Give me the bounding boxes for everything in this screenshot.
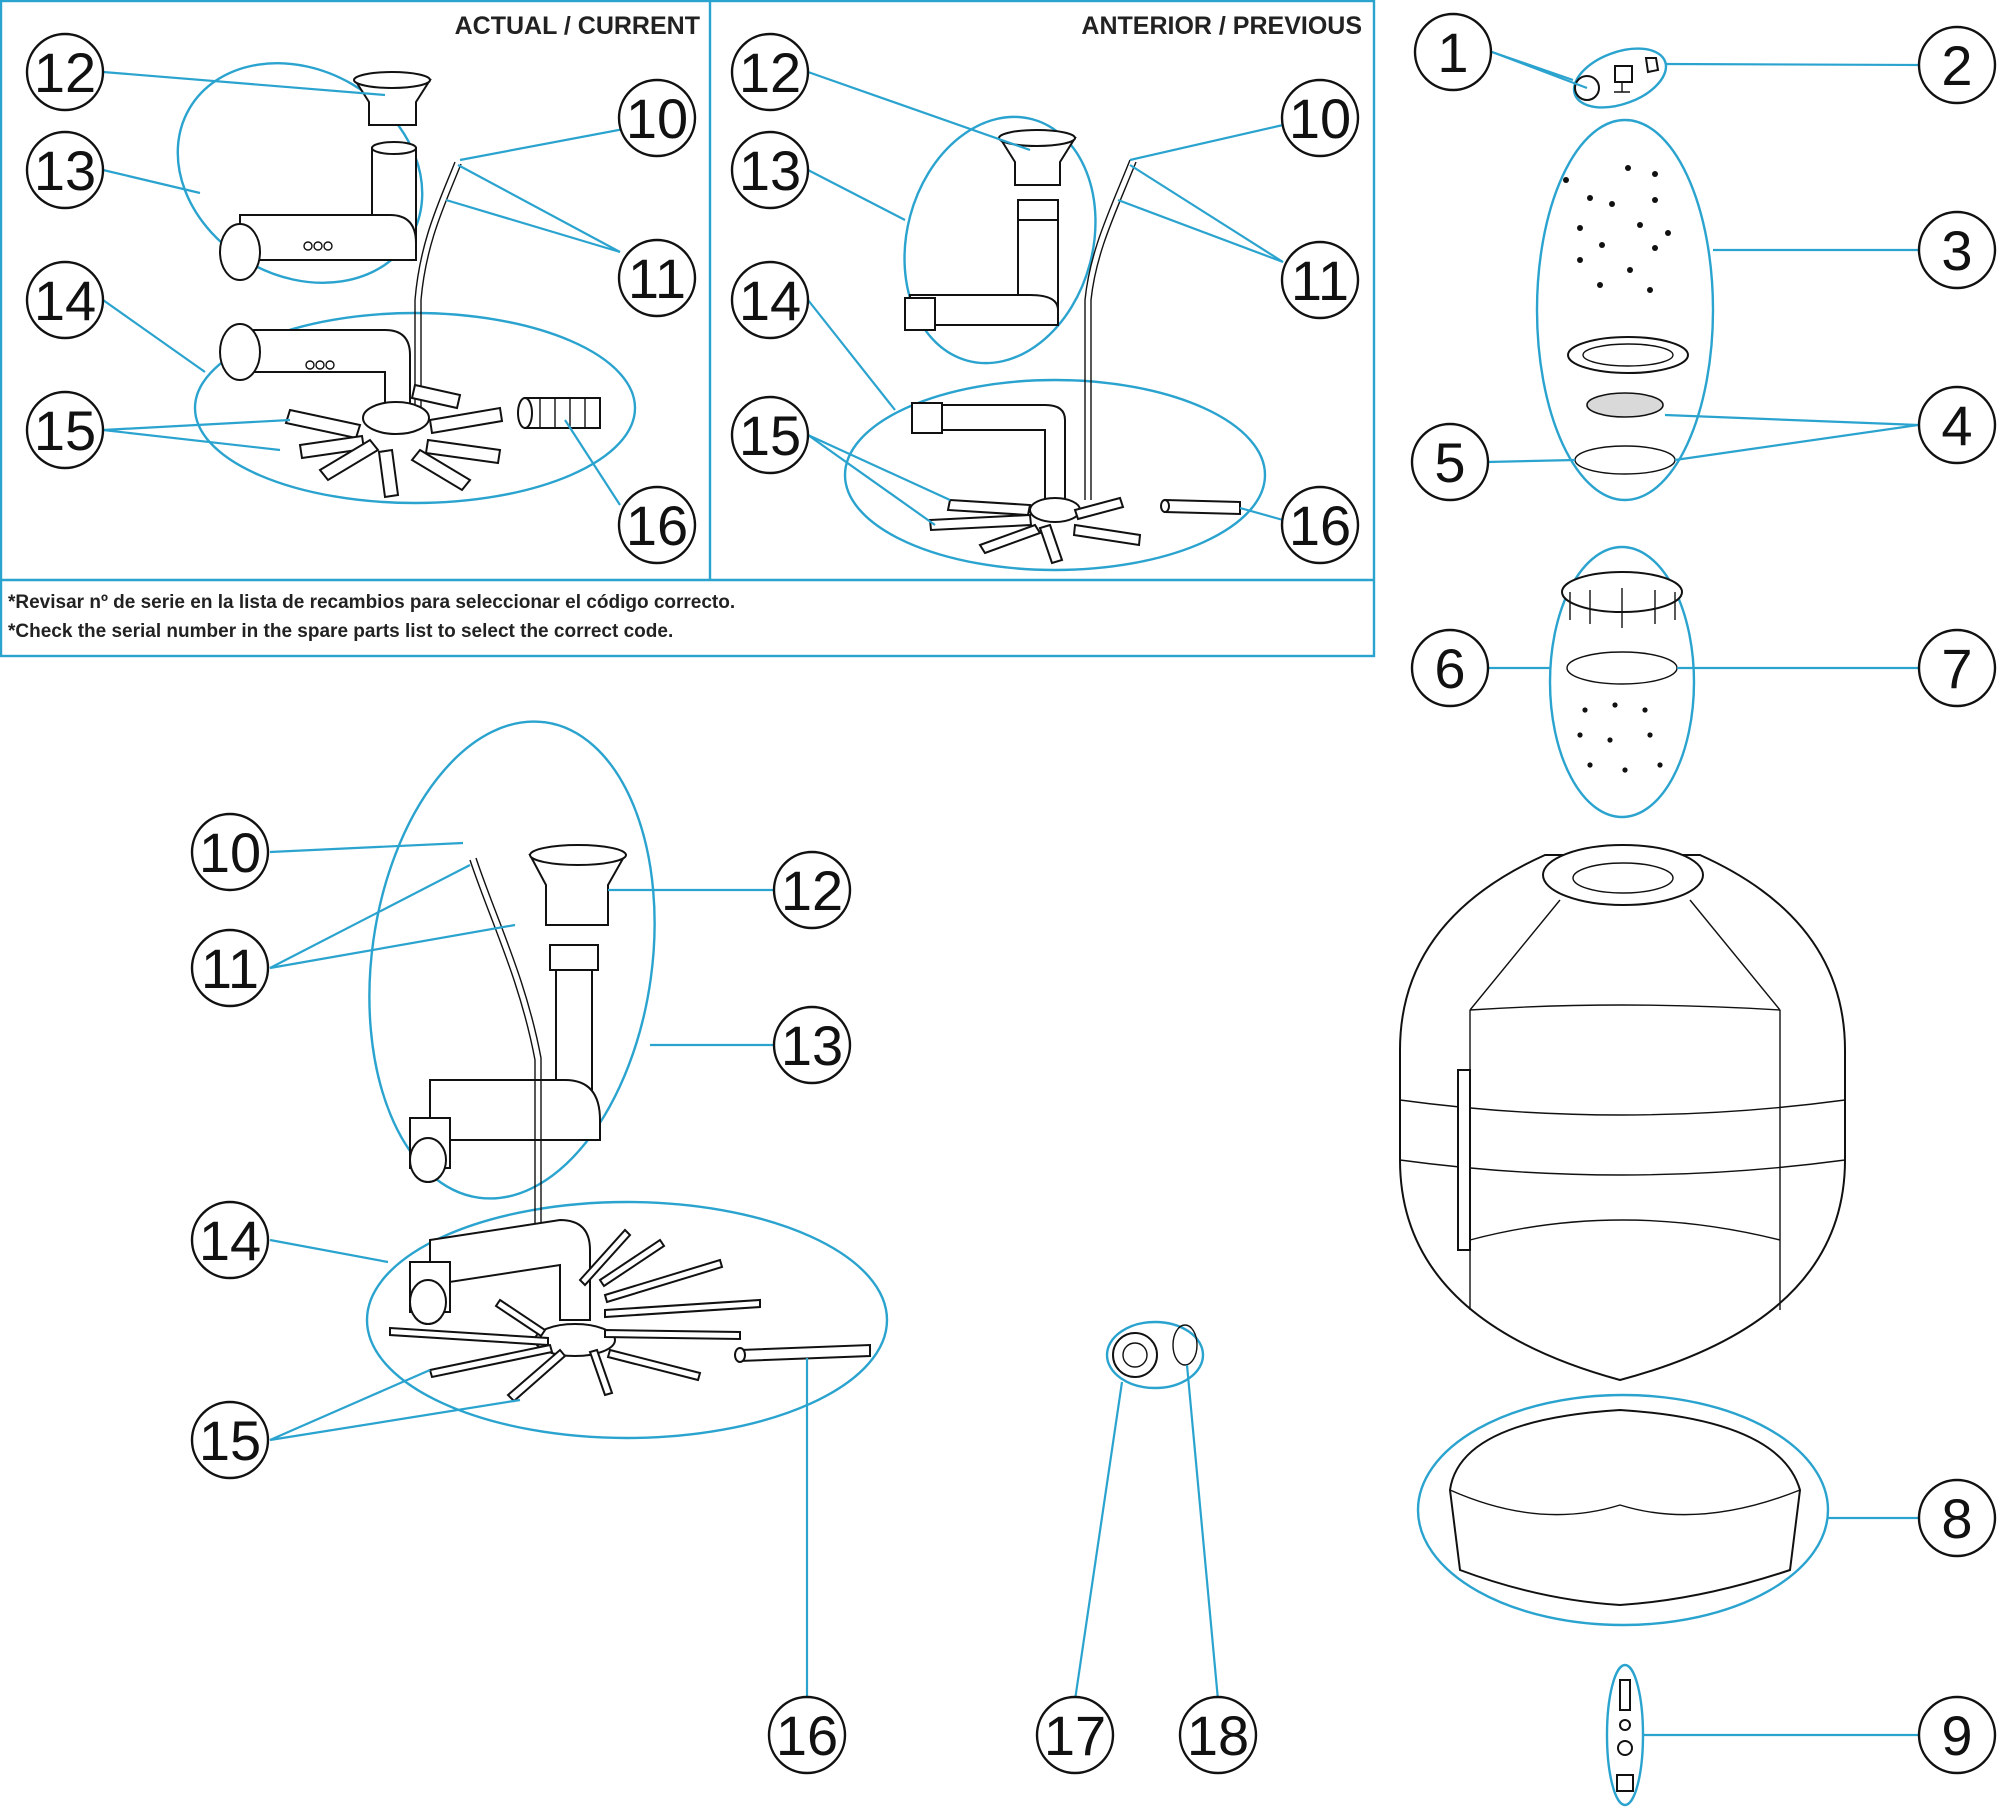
svg-text:10: 10 <box>199 821 261 884</box>
svg-text:11: 11 <box>201 937 259 1000</box>
callout-11-current: 11 <box>617 238 697 318</box>
callout-18: 18 <box>1178 1695 1258 1775</box>
svg-text:10: 10 <box>1289 87 1351 150</box>
svg-text:2: 2 <box>1941 34 1972 97</box>
svg-text:8: 8 <box>1941 1487 1972 1550</box>
svg-text:13: 13 <box>781 1014 843 1077</box>
callout-4: 4 <box>1917 385 1997 465</box>
tank-assembly <box>1399 47 1846 1807</box>
callout-16-current: 16 <box>617 485 697 565</box>
callout-13-main: 13 <box>772 1005 852 1085</box>
callout-8: 8 <box>1917 1478 1997 1558</box>
callout-5: 5 <box>1410 422 1490 502</box>
svg-text:16: 16 <box>626 494 688 557</box>
callout-14-main: 14 <box>190 1200 270 1280</box>
callout-1: 1 <box>1413 12 1493 92</box>
callout-12-current: 12 <box>25 32 105 112</box>
svg-text:13: 13 <box>739 139 801 202</box>
svg-text:6: 6 <box>1434 637 1465 700</box>
callout-6: 6 <box>1410 628 1490 708</box>
svg-text:9: 9 <box>1941 1704 1972 1767</box>
svg-text:14: 14 <box>739 269 801 332</box>
callout-2: 2 <box>1917 25 1997 105</box>
callout-15-previous: 15 <box>730 395 810 475</box>
callout-7: 7 <box>1917 628 1997 708</box>
svg-text:12: 12 <box>34 41 96 104</box>
svg-text:12: 12 <box>781 859 843 922</box>
svg-text:3: 3 <box>1941 219 1972 282</box>
callout-10-current: 10 <box>617 78 697 158</box>
callout-10-previous: 10 <box>1280 78 1360 158</box>
svg-text:11: 11 <box>628 247 686 310</box>
callout-16-previous: 16 <box>1280 485 1360 565</box>
current-panel-parts <box>176 62 637 505</box>
callout-12-previous: 12 <box>730 32 810 112</box>
callout-13-previous: 13 <box>730 130 810 210</box>
panel-label-current: ACTUAL / CURRENT <box>455 12 700 40</box>
inset-box: ACTUAL / CURRENT ANTERIOR / PREVIOUS *Re… <box>0 0 1376 658</box>
svg-text:13: 13 <box>34 139 96 202</box>
svg-text:17: 17 <box>1044 1704 1106 1767</box>
panel-label-previous: ANTERIOR / PREVIOUS <box>1081 12 1362 40</box>
callout-10-main: 10 <box>190 812 270 892</box>
svg-text:15: 15 <box>199 1409 261 1472</box>
previous-panel-parts <box>843 115 1267 572</box>
callout-16-main: 16 <box>767 1695 847 1775</box>
svg-text:18: 18 <box>1187 1704 1249 1767</box>
callout-15-main: 15 <box>190 1400 270 1480</box>
note-english: *Check the serial number in the spare pa… <box>8 621 673 642</box>
callout-11-previous: 11 <box>1280 240 1360 320</box>
svg-text:12: 12 <box>739 41 801 104</box>
svg-text:16: 16 <box>776 1704 838 1767</box>
callout-17: 17 <box>1035 1695 1115 1775</box>
callout-13-current: 13 <box>25 130 105 210</box>
svg-text:5: 5 <box>1434 431 1465 494</box>
svg-text:16: 16 <box>1289 494 1351 557</box>
svg-text:14: 14 <box>34 269 96 332</box>
svg-text:7: 7 <box>1941 637 1972 700</box>
callout-14-current: 14 <box>25 260 105 340</box>
callout-3: 3 <box>1917 210 1997 290</box>
svg-text:1: 1 <box>1437 21 1468 84</box>
callout-15-current: 15 <box>25 390 105 470</box>
svg-text:15: 15 <box>739 404 801 467</box>
callout-12-main: 12 <box>772 850 852 930</box>
svg-text:11: 11 <box>1291 249 1349 312</box>
svg-text:4: 4 <box>1941 394 1972 457</box>
main-assembly <box>365 720 1205 1440</box>
svg-text:15: 15 <box>34 399 96 462</box>
callouts: 12 13 14 15 10 11 16 12 13 14 15 10 11 1… <box>25 12 1997 1775</box>
leader-lines <box>102 50 1919 1737</box>
callout-9: 9 <box>1917 1695 1997 1775</box>
callout-11-main: 11 <box>190 928 270 1008</box>
callout-14-previous: 14 <box>730 260 810 340</box>
note-spanish: *Revisar nº de serie en la lista de reca… <box>8 592 735 613</box>
svg-text:10: 10 <box>626 87 688 150</box>
svg-text:14: 14 <box>199 1209 261 1272</box>
